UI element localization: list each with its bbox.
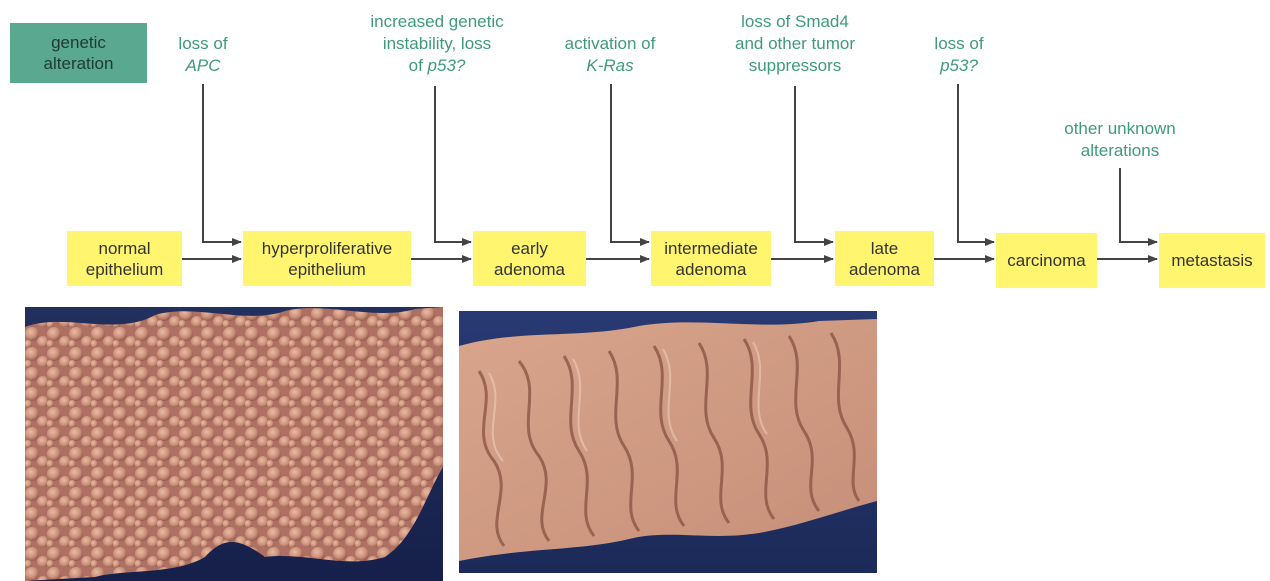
colon-mucosa-folds-photo: [459, 311, 877, 573]
arrow-smad4: [795, 86, 833, 242]
stage-line: intermediate: [664, 238, 758, 259]
polyposis-illustration: [25, 307, 443, 581]
stage-line: adenoma: [849, 259, 920, 280]
stage-intermediate-adenoma: intermediate adenoma: [651, 231, 771, 286]
arrow-kras: [611, 84, 649, 242]
stage-hyperproliferative-epithelium: hyperproliferative epithelium: [243, 231, 411, 286]
polyposis-colon-photo: [25, 307, 443, 581]
stage-line: epithelium: [86, 259, 164, 280]
stage-carcinoma: carcinoma: [996, 233, 1097, 288]
stage-line: adenoma: [676, 259, 747, 280]
arrow-apc: [203, 84, 241, 242]
stage-normal-epithelium: normal epithelium: [67, 231, 182, 286]
arrow-instability: [435, 86, 471, 242]
stage-late-adenoma: late adenoma: [835, 231, 934, 286]
mucosa-folds-illustration: [459, 311, 877, 573]
stage-line: carcinoma: [1007, 250, 1085, 271]
stage-line: normal: [99, 238, 151, 259]
stage-line: metastasis: [1171, 250, 1252, 271]
stage-line: hyperproliferative: [262, 238, 392, 259]
stage-line: late: [871, 238, 898, 259]
stage-line: adenoma: [494, 259, 565, 280]
stage-line: early: [511, 238, 548, 259]
stage-line: epithelium: [288, 259, 366, 280]
stage-metastasis: metastasis: [1159, 233, 1265, 288]
arrow-p53: [958, 84, 994, 242]
stage-early-adenoma: early adenoma: [473, 231, 586, 286]
arrow-unknown: [1120, 168, 1157, 242]
